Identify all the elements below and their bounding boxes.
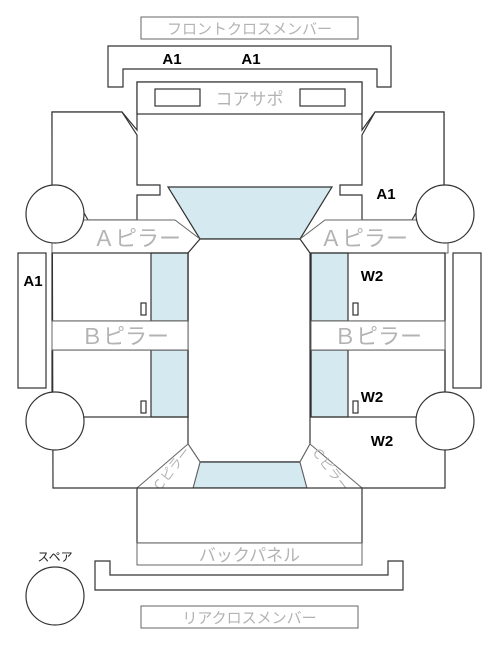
front-cross-member-box — [140, 16, 359, 40]
spare-tire — [25, 566, 85, 626]
right-front-door-handle — [352, 302, 359, 316]
core-support-right-slot — [299, 88, 346, 107]
left-side-panel — [17, 252, 47, 389]
damage-mark-left-side: A1 — [23, 273, 42, 290]
b-pillar-left-label: Ｂピラー — [81, 325, 169, 350]
damage-mark-right-front-door: W2 — [361, 268, 384, 285]
rear-right-tire — [415, 391, 475, 451]
left-front-door-glass — [150, 252, 189, 322]
right-front-door-glass — [310, 252, 349, 322]
back-panel-label: バックパネル — [199, 546, 300, 566]
core-support-label: コアサポ — [216, 90, 284, 110]
trunk — [136, 487, 363, 544]
front-left-tire — [25, 184, 85, 244]
rear-cross-member-box — [140, 605, 359, 629]
left-rear-door-handle — [140, 400, 147, 414]
left-front-door-handle — [140, 302, 147, 316]
right-rear-door-glass — [310, 349, 349, 418]
b-pillar-right-band — [310, 320, 446, 351]
a-pillar-right-label: Ａピラー — [320, 227, 408, 252]
b-pillar-right-label: Ｂピラー — [334, 325, 422, 350]
front-right-tire — [415, 184, 475, 244]
core-support-left-slot — [154, 88, 201, 107]
front-cross-member-label: フロントクロスメンバー — [167, 20, 332, 38]
damage-mark-right-quarter: W2 — [371, 433, 394, 450]
cabin — [187, 238, 311, 463]
right-side-panel — [452, 252, 482, 389]
rear-left-tire — [25, 391, 85, 451]
b-pillar-left-band — [51, 320, 189, 351]
back-panel-box — [136, 542, 363, 566]
a-pillar-left-label: Ａピラー — [93, 227, 181, 252]
damage-mark-right-front-fender: A1 — [376, 186, 395, 203]
damage-mark-right-rear-door: W2 — [361, 389, 384, 406]
rear-cross-member-label: リアクロスメンバー — [182, 609, 316, 627]
core-support-area — [136, 81, 363, 115]
damage-mark-front-left: A1 — [162, 51, 181, 68]
spare-label: スペア — [37, 550, 72, 564]
front-bumper-outline — [107, 45, 392, 88]
rear-bumper-outline — [94, 560, 404, 591]
left-rear-door-glass — [150, 349, 189, 418]
damage-mark-front-right: A1 — [241, 51, 260, 68]
rear-window — [192, 461, 308, 489]
right-rear-door-handle — [352, 400, 359, 414]
